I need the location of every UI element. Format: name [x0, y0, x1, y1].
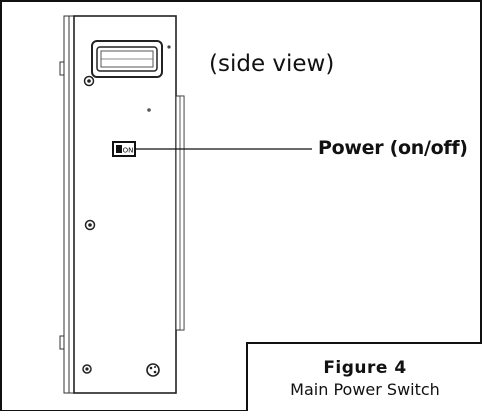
power-inlet-connector — [146, 363, 160, 377]
figure-caption-title: Figure 4 — [323, 358, 407, 378]
screw-top-left — [83, 75, 95, 87]
flange-strip-outer — [63, 15, 70, 394]
small-hole-mid — [147, 108, 151, 112]
carry-handle — [91, 40, 163, 78]
power-switch: ON — [112, 141, 136, 157]
screw-middle-left — [84, 219, 96, 231]
small-hole-top — [167, 45, 171, 49]
power-switch-label: Power (on/off) — [318, 137, 468, 159]
screw-bottom-left — [82, 364, 92, 374]
enclosure-side-panel — [73, 15, 177, 394]
switch-text: ON — [123, 147, 134, 155]
figure-caption-box: Figure 4 Main Power Switch — [246, 342, 482, 411]
right-edge-rail-inner — [179, 95, 185, 331]
figure-caption-subtitle: Main Power Switch — [290, 380, 440, 399]
side-view-label: (side view) — [209, 51, 335, 77]
